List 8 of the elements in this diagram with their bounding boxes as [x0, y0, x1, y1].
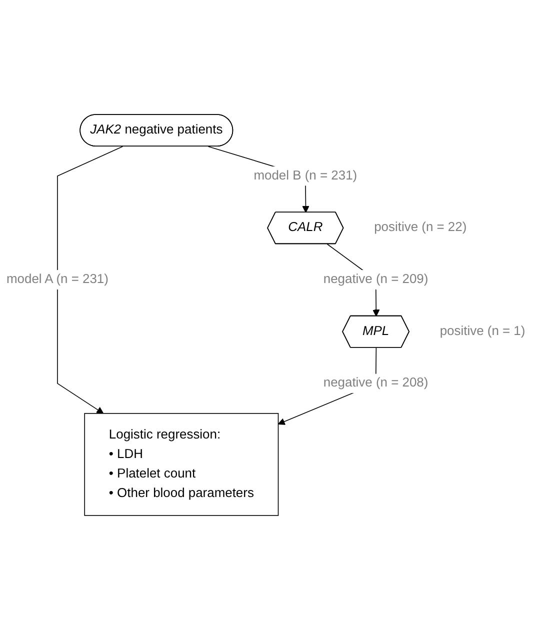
node-label: positive (n = 22) — [374, 220, 467, 234]
edge-label: negative (n = 209) — [323, 272, 428, 286]
arrow — [57, 146, 124, 414]
edge-label: model B (n = 231) — [254, 168, 358, 183]
edge-label: model A (n = 231) — [6, 272, 108, 286]
node-label: positive (n = 1) — [440, 324, 526, 338]
edge-label: negative (n = 208) — [323, 376, 428, 390]
node-box: Logistic regression: • LDH • Platelet count • Other blood parameters — [84, 413, 279, 516]
